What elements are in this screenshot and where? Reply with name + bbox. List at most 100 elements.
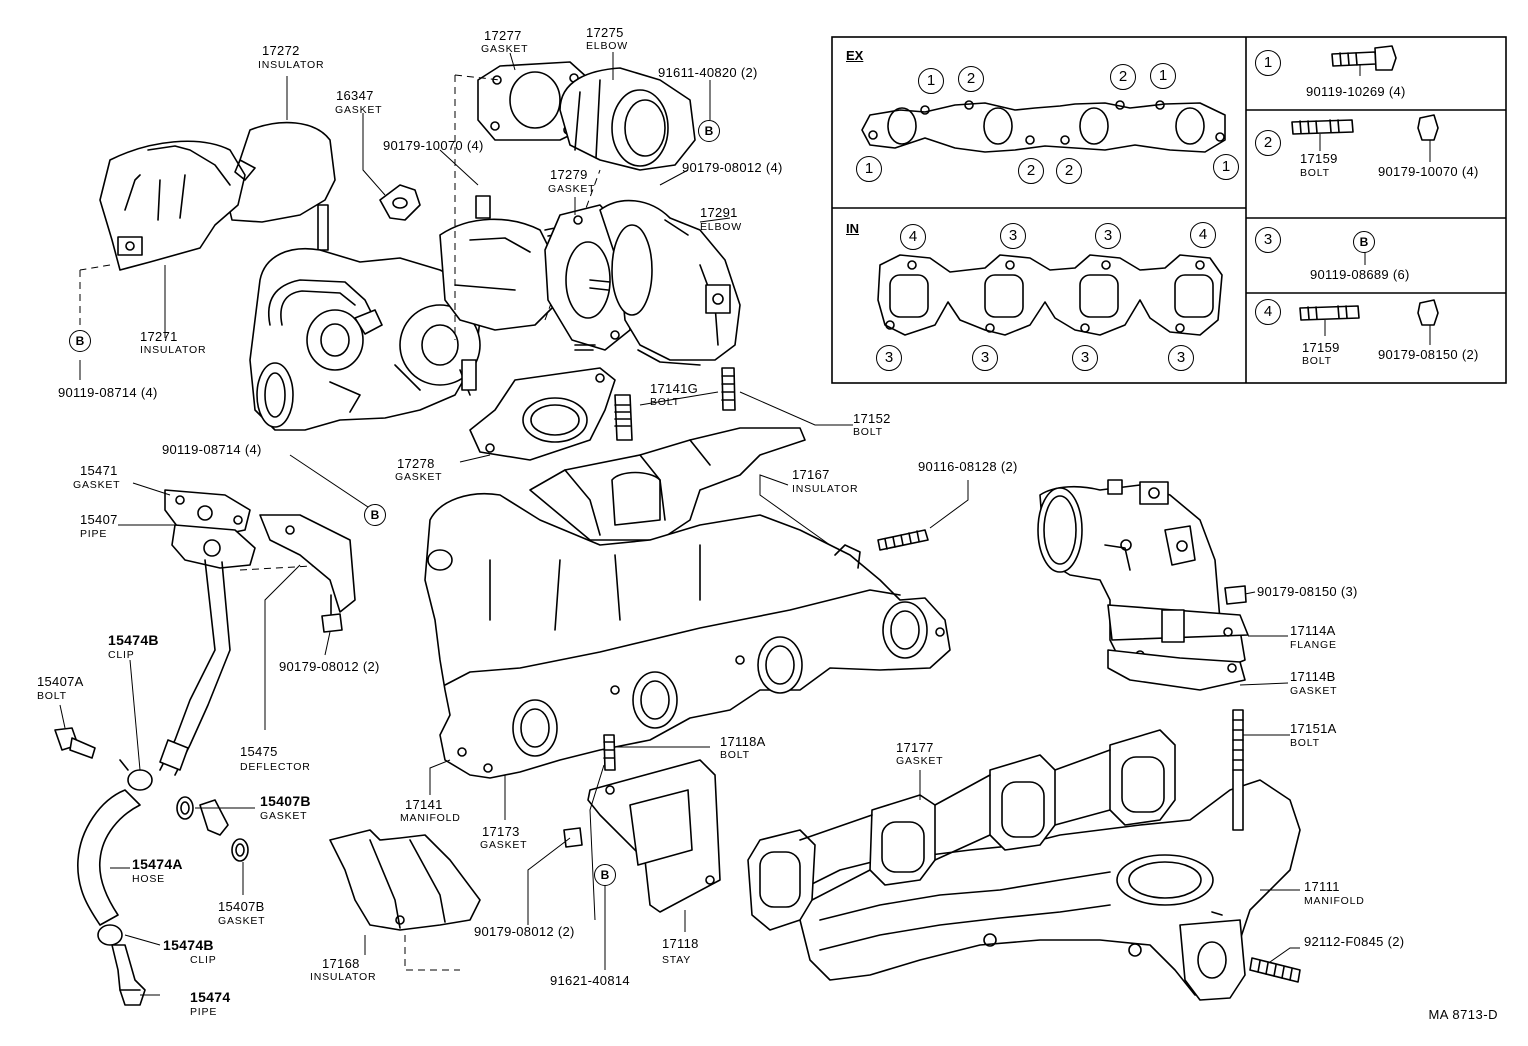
part-90179-08012-c-number: 90179-08012 (2) — [474, 924, 575, 939]
part-17114a-number: 17114A — [1290, 623, 1336, 638]
ex-heading: EX — [846, 48, 864, 63]
stud-92112-f0845-drawing — [1249, 957, 1301, 983]
elbow-17291-drawing — [599, 199, 741, 366]
part-15474b-number: 15474B — [108, 632, 159, 648]
part-17114a-name: FLANGE — [1290, 639, 1337, 651]
part-17111-name: MANIFOLD — [1304, 895, 1365, 907]
part-90179-08150-number: 90179-08150 (3) — [1257, 584, 1358, 599]
part-17118-number: 17118 — [662, 936, 699, 951]
part-17278-name: GASKET — [395, 471, 443, 483]
pipe-15474-drawing — [111, 944, 146, 1006]
in-mark: 3 — [1000, 223, 1026, 249]
in-heading: IN — [846, 221, 859, 236]
legend-2-part-a-name: BOLT — [1300, 167, 1330, 179]
gasket-detail-box — [831, 36, 1507, 384]
clip-15474b-lower-drawing — [97, 924, 123, 946]
in-mark: 3 — [1168, 345, 1194, 371]
part-17141g-number: 17141G — [650, 381, 699, 396]
part-90179-08012-number: 90179-08012 (4) — [682, 160, 783, 175]
ex-mark: 1 — [1150, 63, 1176, 89]
hose-15474a-drawing — [77, 789, 141, 926]
part-90116-08128-number: 90116-08128 (2) — [918, 459, 1018, 474]
part-17291-number: 17291 — [700, 205, 738, 220]
nut-90179-08012-b-drawing — [321, 594, 343, 633]
part-15474a-number: 15474A — [132, 856, 183, 872]
part-92112-f0845-number: 92112-F0845 (2) — [1304, 934, 1405, 949]
gasket-15407b-upper — [176, 796, 194, 820]
in-mark: 3 — [876, 345, 902, 371]
part-17167-number: 17167 — [792, 467, 830, 482]
part-17173-name: GASKET — [480, 839, 528, 851]
part-17271-name: INSULATOR — [140, 344, 207, 356]
part-15475-number: 15475 — [240, 744, 278, 759]
gasket-17278-drawing — [469, 367, 616, 461]
legend-mark-1: 1 — [1255, 50, 1281, 76]
ex-gasket-outline — [861, 100, 1226, 153]
part-91611-40820-number: 91611-40820 (2) — [658, 65, 758, 80]
part-15474b-lower-name: CLIP — [190, 954, 217, 966]
in-mark: 3 — [972, 345, 998, 371]
in-gasket-outline — [877, 254, 1223, 336]
nut-90179-08150-drawing — [1224, 585, 1247, 605]
part-17152-name: BOLT — [853, 426, 883, 438]
ex-mark: 1 — [856, 156, 882, 182]
ref-mark-b: B — [364, 504, 386, 526]
ex-mark: 2 — [958, 66, 984, 92]
part-17275-number: 17275 — [586, 25, 624, 40]
part-17272-name: INSULATOR — [258, 59, 325, 71]
part-17291-name: ELBOW — [700, 221, 742, 233]
part-15407a-number: 15407A — [37, 674, 84, 689]
turbocharger-drawing — [249, 195, 571, 431]
part-17277-name: GASKET — [481, 43, 529, 55]
part-15407-number: 15407 — [80, 512, 118, 527]
part-15407b-lower-name: GASKET — [218, 915, 266, 927]
elbow-17275-drawing — [559, 67, 696, 171]
part-15474-name: PIPE — [190, 1006, 218, 1018]
part-17111-number: 17111 — [1304, 879, 1340, 894]
intake-manifold-17111-drawing — [799, 709, 1301, 1001]
part-15474b-name: CLIP — [108, 649, 135, 661]
stay-17118-drawing — [587, 759, 721, 913]
part-15407b-lower-number: 15407B — [218, 899, 265, 914]
gasket-15407b-lower — [231, 838, 249, 862]
legend-mark-4: 4 — [1255, 299, 1281, 325]
part-17151a-name: BOLT — [1290, 737, 1320, 749]
part-17141-name: MANIFOLD — [400, 812, 461, 824]
part-90179-08012-b-number: 90179-08012 (2) — [279, 659, 380, 674]
part-17118a-name: BOLT — [720, 749, 750, 761]
part-17277-number: 17277 — [484, 28, 522, 43]
part-90119-08714-number: 90119-08714 (4) — [58, 385, 158, 400]
part-17168-name: INSULATOR — [310, 971, 377, 983]
legend-3-badge: B — [1353, 231, 1375, 253]
bolt-17118a-drawing — [603, 734, 616, 771]
stud-90116-08128-drawing — [877, 529, 929, 551]
ex-mark: 1 — [1213, 154, 1239, 180]
ex-mark: 1 — [918, 68, 944, 94]
gasket-17277-drawing — [477, 61, 591, 141]
insulator-17272-drawing — [99, 121, 336, 271]
legend-mark-3: 3 — [1255, 227, 1281, 253]
part-17114b-name: GASKET — [1290, 685, 1338, 697]
in-mark: 4 — [900, 224, 926, 250]
ref-mark-b: B — [698, 120, 720, 142]
part-15407b-name: GASKET — [260, 810, 308, 822]
legend-fastener-2 — [1291, 114, 1439, 141]
insulator-17168-drawing — [329, 829, 481, 931]
nut-90179-08012-drawing — [563, 827, 583, 848]
bolt-17141g-drawing — [614, 394, 633, 441]
part-17177-name: GASKET — [896, 755, 944, 767]
part-15471-number: 15471 — [80, 463, 118, 478]
part-17173-number: 17173 — [482, 824, 520, 839]
legend-2-part-b: 90179-10070 (4) — [1378, 164, 1479, 179]
part-17141g-name: BOLT — [650, 396, 680, 408]
legend-fastener-4 — [1299, 299, 1439, 326]
part-90119-08714-b-number: 90119-08714 (4) — [162, 442, 262, 457]
clip-15474b-drawing — [119, 759, 153, 791]
legend-4-part-b: 90179-08150 (2) — [1378, 347, 1479, 362]
ref-mark-b: B — [69, 330, 91, 352]
legend-2-part-a: 17159 — [1300, 151, 1338, 166]
part-15407a-name: BOLT — [37, 690, 67, 702]
diagram-code: MA 8713-D — [1428, 1007, 1498, 1022]
part-17279-name: GASKET — [548, 183, 596, 195]
